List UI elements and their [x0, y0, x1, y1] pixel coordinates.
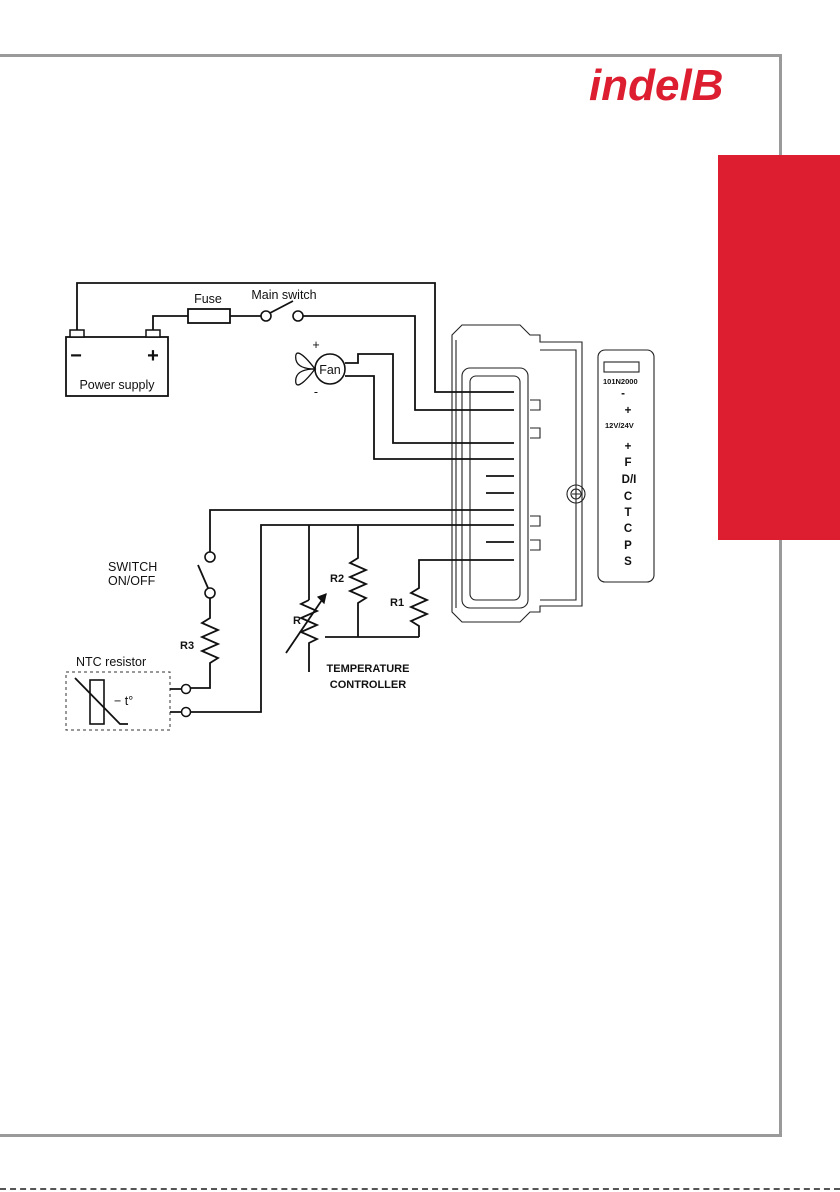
- fuse: [188, 309, 230, 323]
- pin-label: F: [624, 457, 631, 469]
- pin-label: S: [624, 556, 632, 568]
- pin-label: D/I: [622, 474, 637, 486]
- r1-label: R1: [390, 597, 404, 609]
- pin-label: P: [624, 540, 632, 552]
- voltage-label: 12V/24V: [605, 421, 634, 430]
- battery: − + Power supply: [66, 330, 168, 396]
- pin-label: +: [625, 441, 632, 453]
- battery-label: Power supply: [79, 378, 155, 392]
- switch-label-1: SWITCH: [108, 560, 157, 574]
- connector-terminals: [486, 392, 514, 560]
- pin-label: -: [621, 388, 625, 400]
- fuse-label: Fuse: [194, 292, 222, 306]
- switch-label-2: ON/OFF: [108, 574, 156, 588]
- ntc-resistor: − t° NTC resistor: [66, 655, 191, 730]
- controller-label-1: TEMPERATURE: [327, 663, 410, 675]
- positive-wire: [153, 316, 188, 330]
- battery-minus: −: [70, 345, 82, 367]
- main-switch: [270, 301, 293, 313]
- battery-plus: +: [147, 345, 159, 367]
- ntc-symbol: − t°: [114, 694, 133, 708]
- model-number: 101N2000: [603, 377, 638, 386]
- ntc-label: NTC resistor: [76, 655, 146, 669]
- switch-contact: [205, 552, 215, 562]
- controller-label-2: CONTROLLER: [330, 679, 406, 691]
- resistor-r2: [350, 525, 366, 637]
- switch-contact: [205, 588, 215, 598]
- on-off-switch: [198, 565, 208, 588]
- fan-label: Fan: [319, 363, 341, 377]
- pin-label: C: [624, 491, 632, 503]
- resistor-r3: [190, 598, 218, 688]
- pin-label: C: [624, 523, 632, 535]
- pin-label: T: [624, 507, 631, 519]
- fan: Fan + -: [296, 338, 345, 399]
- switch-contact: [293, 311, 303, 321]
- r3-label: R3: [180, 640, 194, 652]
- electronic-unit: [452, 325, 585, 622]
- r-label: R: [293, 615, 301, 627]
- pin-label: +: [625, 405, 632, 417]
- switch-contact: [261, 311, 271, 321]
- fan-plus: +: [312, 338, 319, 352]
- pin-label-panel: 101N2000 - + 12V/24V + F D/I C T C P S: [598, 350, 654, 582]
- potentiometer-arrow: [286, 594, 326, 653]
- main-switch-label: Main switch: [251, 288, 316, 302]
- fan-minus: -: [314, 385, 318, 399]
- switch-wire: [210, 510, 486, 552]
- resistor-r1: [411, 560, 486, 637]
- r2-label: R2: [330, 573, 344, 585]
